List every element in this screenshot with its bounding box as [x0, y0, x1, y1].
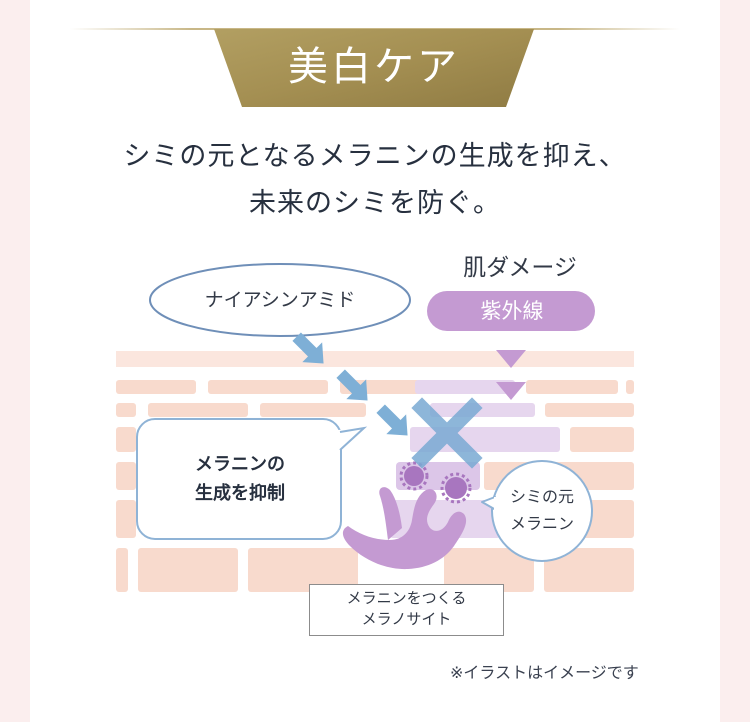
melanocyte-label-box — [309, 584, 504, 636]
niacinamide-ellipse — [149, 263, 411, 337]
melanin-particle-2 — [440, 472, 472, 504]
image-note: ※イラストはイメージです — [450, 663, 639, 682]
bubble-line2: メラニン — [509, 514, 574, 533]
title-banner: 美白ケア — [214, 29, 534, 107]
uv-triangle-2 — [496, 382, 526, 400]
uv-label: 紫外線 — [480, 299, 544, 323]
melanocyte-line1: メラニンをつくる — [346, 589, 467, 607]
blue-arrows — [292, 332, 408, 436]
effect-label-line2: 生成を抑制 — [195, 483, 285, 504]
skin-damage-label: 肌ダメージ — [463, 255, 577, 281]
bubble-line1: シミの元 — [509, 487, 574, 506]
headline-line1: シミの元となるメラニンの生成を抑え、 — [123, 141, 627, 172]
melanocyte-line2: メラノサイト — [361, 610, 452, 628]
melanin-particle-1 — [399, 461, 429, 491]
effect-label-line1: メラニンの — [195, 454, 285, 475]
melanin-bubble — [481, 460, 593, 562]
melanocyte-shape — [342, 487, 467, 570]
banner-shape — [214, 29, 534, 107]
niacinamide-label: ナイアシンアミド — [204, 289, 356, 311]
effect-speech-box — [136, 418, 368, 540]
block-x-icon — [411, 397, 483, 469]
headline-line2: 未来のシミを防ぐ。 — [249, 188, 501, 219]
effect-label: メラニンの 生成を抑制 — [140, 450, 340, 508]
uv-pill — [427, 291, 595, 331]
beauty-care-card: 美白ケア シミの元となるメラニンの生成を抑え、 未来のシミを防ぐ。 — [30, 0, 720, 722]
skin-illustration — [116, 263, 634, 592]
uv-triangle-1 — [496, 350, 526, 368]
melanin-bubble-label: シミの元 メラニン — [482, 483, 602, 537]
page-title: 美白ケア — [288, 44, 460, 90]
melanocyte-label: メラニンをつくる メラノサイト — [309, 588, 504, 630]
